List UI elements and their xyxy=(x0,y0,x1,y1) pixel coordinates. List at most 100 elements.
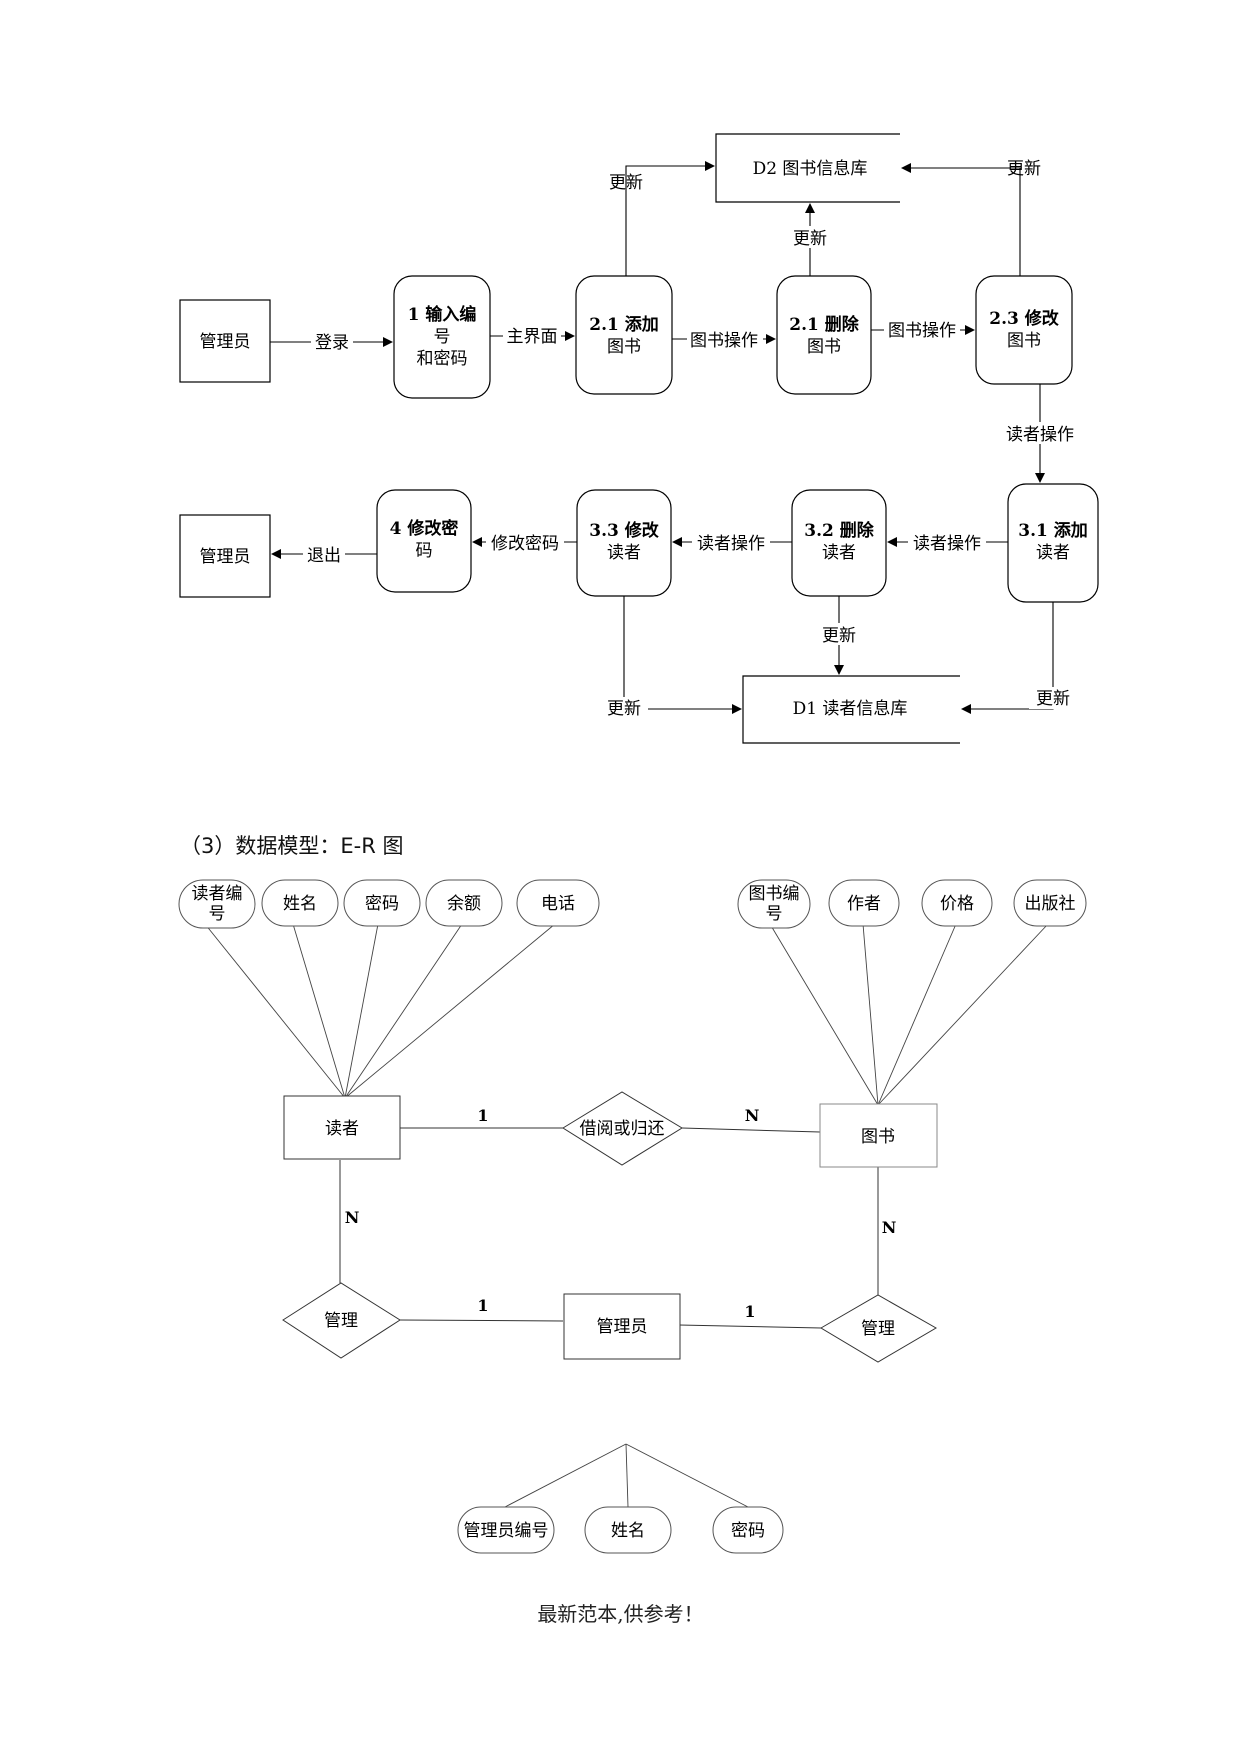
attr-book-author: 作者 xyxy=(828,879,900,927)
entity-admin-label: 管理员 xyxy=(597,1317,648,1337)
data-store-d2-label: D2 图书信息库 xyxy=(753,159,868,179)
entity-book-label: 图书 xyxy=(861,1127,895,1147)
attr-reader-password: 密码 xyxy=(343,879,421,927)
attr-reader-phone-label: 电话 xyxy=(541,894,575,914)
flow-label-update-3: 更新 xyxy=(1007,159,1041,179)
process-2-1-add-book: 2.1 添加 图书 xyxy=(575,275,673,395)
process-1-login: 1 输入编 号 和密码 xyxy=(393,275,491,399)
attr-admin-id: 管理员编号 xyxy=(457,1506,555,1554)
attr-book-price: 价格 xyxy=(921,879,993,927)
section-heading: （3）数据模型：E-R 图 xyxy=(180,834,404,858)
admin-entity-bottom-label: 管理员 xyxy=(200,547,251,567)
entity-reader-label: 读者 xyxy=(325,1119,359,1139)
flow-label-update-4: 更新 xyxy=(822,626,856,646)
er-attribute-lines xyxy=(204,923,1049,1508)
er-reader-attributes: 读者编 号 姓名 密码 余额 电话 xyxy=(178,879,600,929)
attr-book-publisher: 出版社 xyxy=(1013,879,1087,927)
er-relation-lines xyxy=(339,1127,879,1329)
attr-book-publisher-label: 出版社 xyxy=(1025,894,1076,914)
card-borrow-book: N xyxy=(745,1106,760,1125)
attr-reader-id: 读者编 号 xyxy=(178,879,256,929)
attr-book-id: 图书编 号 xyxy=(737,879,811,929)
flow-label-exit: 退出 xyxy=(307,546,341,566)
process-3-3-modify-reader: 3.3 修改 读者 xyxy=(576,489,672,597)
er-book-attributes: 图书编 号 作者 价格 出版社 xyxy=(737,879,1087,929)
attr-admin-password-label: 密码 xyxy=(731,1521,765,1541)
attr-admin-id-label: 管理员编号 xyxy=(464,1521,549,1541)
admin-entity-top: 管理员 xyxy=(179,299,271,383)
process-2-3-modify-book: 2.3 修改 图书 xyxy=(975,275,1073,385)
card-admin-manage-right: 1 xyxy=(744,1302,755,1321)
process-4-line-2: 码 xyxy=(416,541,433,561)
attr-admin-name-label: 姓名 xyxy=(611,1521,645,1541)
process-2-1-delete-book: 2.1 删除 图书 xyxy=(776,275,872,395)
relation-manage-right-label: 管理 xyxy=(861,1319,895,1339)
attr-reader-password-label: 密码 xyxy=(365,894,399,914)
admin-entity-bottom: 管理员 xyxy=(179,514,271,598)
process-1-line-3: 和密码 xyxy=(417,349,468,369)
process-3-2-line-1: 3.2 删除 xyxy=(804,520,874,541)
attr-book-id-line-1: 图书编 xyxy=(749,884,800,904)
process-3-1-line-2: 读者 xyxy=(1036,543,1070,563)
entity-reader: 读者 xyxy=(283,1095,401,1160)
relation-borrow-label: 借阅或归还 xyxy=(580,1119,665,1139)
process-3-1-add-reader: 3.1 添加 读者 xyxy=(1007,483,1099,603)
flow-label-modify-pw: 修改密码 xyxy=(491,534,559,554)
attr-reader-balance-label: 余额 xyxy=(447,894,481,914)
entity-book: 图书 xyxy=(819,1103,938,1168)
card-reader-borrow: 1 xyxy=(477,1106,488,1125)
flow-label-reader-op-3: 读者操作 xyxy=(697,534,765,554)
process-3-2-line-2: 读者 xyxy=(822,543,856,563)
attr-reader-id-line-1: 读者编 xyxy=(192,884,243,904)
attr-admin-password: 密码 xyxy=(712,1506,784,1554)
attr-book-author-label: 作者 xyxy=(847,894,881,914)
data-store-d1: D1 读者信息库 xyxy=(742,675,960,744)
er-diagram: 读者编 号 姓名 密码 余额 电话 图书编 xyxy=(178,879,1087,1554)
data-store-d1-label: D1 读者信息库 xyxy=(793,699,908,719)
process-2-3-line-2: 图书 xyxy=(1007,331,1041,351)
attr-reader-phone: 电话 xyxy=(516,879,600,927)
flow-label-update-6: 更新 xyxy=(1036,689,1070,709)
page-footer: 最新范本,供参考！ xyxy=(537,1602,704,1626)
flow-label-update-2: 更新 xyxy=(793,229,827,249)
flow-label-main-ui: 主界面 xyxy=(507,327,558,347)
attr-book-price-label: 价格 xyxy=(940,894,974,914)
flow-label-book-op-2: 图书操作 xyxy=(888,321,956,341)
process-4-line-1: 4 修改密 xyxy=(390,518,459,539)
flow-label-reader-op-2: 读者操作 xyxy=(913,534,981,554)
er-cardinalities: 1 N N 1 1 N xyxy=(345,1106,897,1321)
attr-reader-balance: 余额 xyxy=(425,879,503,927)
process-1-line-1: 1 输入编 xyxy=(408,304,477,325)
process-2-1-del-line-2: 图书 xyxy=(807,337,841,357)
attr-admin-name: 姓名 xyxy=(584,1506,672,1554)
relation-manage-left-label: 管理 xyxy=(324,1311,358,1331)
data-flow-diagram: 管理员 管理员 1 输入编 号 和密码 2.1 添加 图书 2.1 删除 图书 … xyxy=(179,133,1099,744)
process-2-1-add-line-1: 2.1 添加 xyxy=(589,314,659,335)
relation-borrow-return: 借阅或归还 xyxy=(562,1091,683,1166)
process-2-3-line-1: 2.3 修改 xyxy=(989,308,1059,329)
flow-lines xyxy=(270,161,1054,714)
er-admin-attributes: 管理员编号 姓名 密码 xyxy=(457,1506,784,1554)
attr-book-id-line-2: 号 xyxy=(766,904,783,924)
relation-manage-left: 管理 xyxy=(282,1282,401,1359)
flow-label-update-5: 更新 xyxy=(607,699,641,719)
process-2-1-del-line-1: 2.1 删除 xyxy=(789,314,859,335)
process-1-line-2: 号 xyxy=(434,327,451,347)
data-store-d2: D2 图书信息库 xyxy=(715,133,900,203)
card-manage-book: N xyxy=(882,1218,897,1237)
flow-label-update-1: 更新 xyxy=(609,173,643,193)
process-2-1-add-line-2: 图书 xyxy=(607,337,641,357)
flow-label-reader-op-1: 读者操作 xyxy=(1006,425,1074,445)
attr-reader-name: 姓名 xyxy=(261,879,339,927)
attr-reader-name-label: 姓名 xyxy=(283,894,317,914)
attr-reader-id-line-2: 号 xyxy=(209,904,226,924)
process-3-3-line-1: 3.3 修改 xyxy=(589,520,659,541)
relation-manage-right: 管理 xyxy=(820,1294,937,1363)
flow-labels: 登录 主界面 图书操作 图书操作 读者操作 读者操作 读者操作 修改密码 退出 … xyxy=(303,159,1079,719)
flow-label-book-op-1: 图书操作 xyxy=(690,331,758,351)
card-reader-manage: N xyxy=(345,1208,360,1227)
process-3-2-delete-reader: 3.2 删除 读者 xyxy=(791,489,887,597)
admin-entity-top-label: 管理员 xyxy=(200,332,251,352)
card-manage-admin-left: 1 xyxy=(477,1296,488,1315)
